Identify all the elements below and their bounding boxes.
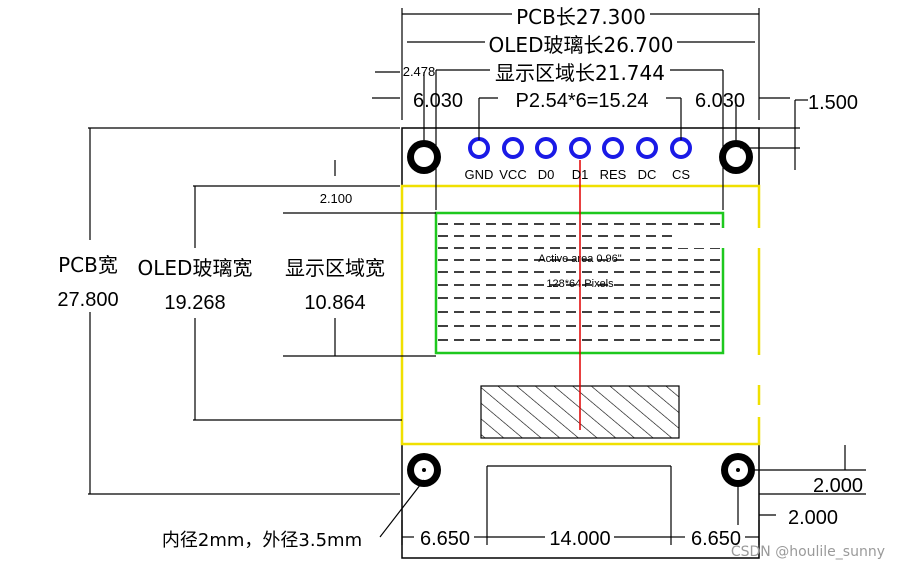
dim-oled-glass-width: OLED玻璃宽 19.268 — [138, 185, 402, 421]
pin-header: GND VCC D0 D1 RES DC CS — [465, 137, 692, 182]
svg-text:显示区域宽: 显示区域宽 — [285, 256, 385, 280]
mounting-hole-top-left — [407, 140, 441, 174]
pin-d0: D0 — [535, 137, 557, 182]
dim-bottom-right: 6.650 — [691, 528, 741, 550]
svg-text:OLED玻璃宽: OLED玻璃宽 — [138, 256, 253, 280]
dim-hole-note: 内径2mm，外径3.5mm — [162, 479, 425, 551]
mounting-hole-bottom-left — [407, 453, 441, 487]
dim-top-gap: 2.100 — [320, 191, 353, 206]
svg-text:10.864: 10.864 — [304, 292, 365, 314]
svg-text:CS: CS — [672, 167, 690, 182]
svg-text:PCB长27.300: PCB长27.300 — [516, 5, 646, 29]
svg-text:19.268: 19.268 — [164, 292, 225, 314]
svg-text:VCC: VCC — [499, 167, 526, 182]
pin-dc: DC — [636, 137, 658, 182]
watermark: CSDN @houlile_sunny — [731, 544, 885, 560]
pin-d1: D1 — [569, 137, 591, 182]
mounting-hole-top-right — [719, 140, 753, 174]
svg-text:2.478: 2.478 — [403, 64, 436, 79]
dim-top-margin: 1.500 — [740, 92, 858, 170]
svg-text:OLED玻璃长26.700: OLED玻璃长26.700 — [489, 33, 674, 57]
pin-res: RES — [600, 137, 627, 182]
svg-text:P2.54*6=15.24: P2.54*6=15.24 — [516, 90, 649, 112]
dim-bottom-horizontal: 2.000 — [737, 485, 838, 529]
dim-display-area-length: 显示区域长21.744 — [435, 61, 724, 210]
svg-text:PCB宽: PCB宽 — [58, 253, 118, 277]
svg-text:6.030: 6.030 — [695, 90, 745, 112]
svg-text:RES: RES — [600, 167, 627, 182]
dim-hole-offset: 2.478 — [375, 64, 435, 140]
dim-bottom-center: 14.000 — [549, 528, 610, 550]
svg-text:6.030: 6.030 — [413, 90, 463, 112]
svg-text:DC: DC — [638, 167, 657, 182]
pin-vcc: VCC — [499, 137, 527, 182]
svg-text:D1: D1 — [572, 167, 589, 182]
dim-oled-glass-length: OLED玻璃长26.700 — [407, 33, 755, 57]
pin-gnd: GND — [465, 137, 494, 182]
svg-text:GND: GND — [465, 167, 494, 182]
svg-text:显示区域长21.744: 显示区域长21.744 — [495, 61, 665, 85]
dim-pin-pitch: P2.54*6=15.24 — [478, 90, 682, 140]
dim-pcb-width: PCB宽 27.800 — [57, 127, 400, 495]
dim-bottom-connector: 6.650 14.000 6.650 — [401, 465, 760, 550]
svg-text:D0: D0 — [538, 167, 555, 182]
mounting-hole-bottom-right — [721, 453, 755, 487]
dim-display-area-width: 显示区域宽 10.864 — [283, 160, 436, 357]
svg-text:2.100: 2.100 — [320, 191, 353, 206]
dim-left-edge: 6.030 — [372, 90, 463, 112]
svg-text:27.800: 27.800 — [57, 289, 118, 311]
pin-cs: CS — [670, 137, 692, 182]
dim-right-edge: 6.030 — [695, 90, 790, 140]
svg-text:2.000: 2.000 — [813, 475, 863, 497]
svg-text:1.500: 1.500 — [808, 92, 858, 114]
svg-text:内径2mm，外径3.5mm: 内径2mm，外径3.5mm — [162, 530, 362, 551]
svg-text:2.000: 2.000 — [788, 507, 838, 529]
dim-bottom-vertical: 2.000 — [750, 445, 866, 497]
dim-pcb-length: PCB长27.300 — [401, 5, 760, 120]
dim-bottom-left: 6.650 — [420, 528, 470, 550]
